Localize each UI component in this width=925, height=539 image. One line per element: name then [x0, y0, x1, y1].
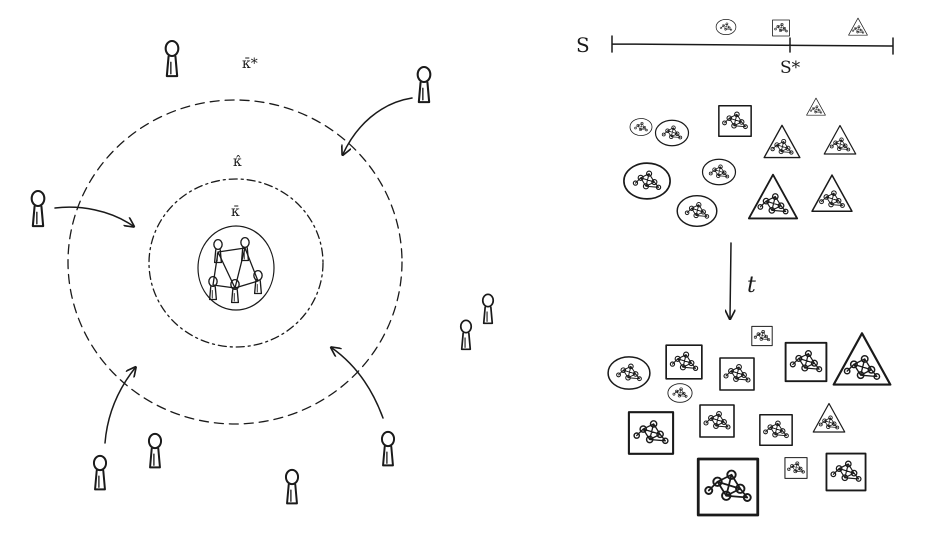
square-cluster-icon	[719, 106, 751, 136]
square-cluster-icon	[826, 454, 865, 491]
middle-ring-dashdot	[148, 178, 324, 348]
circle-cluster-icon	[608, 357, 650, 389]
triangle-cluster-icon	[749, 175, 797, 219]
triangle-cluster-icon	[834, 333, 891, 384]
time-label: t	[747, 273, 756, 298]
arrow-inward-bottom-right	[332, 348, 384, 419]
time-arrow	[730, 242, 731, 318]
circle-cluster-icon	[624, 163, 670, 199]
person-icon	[208, 275, 218, 301]
square-cluster-icon	[666, 345, 702, 379]
person-icon	[30, 189, 46, 228]
nucleus-ellipse	[197, 225, 275, 311]
triangle-cluster-icon	[824, 126, 856, 155]
person-icon	[380, 430, 396, 467]
circle-cluster-icon	[677, 196, 717, 227]
square-cluster-icon	[698, 459, 758, 515]
triangle-cluster-icon	[764, 125, 800, 157]
square-cluster-icon	[629, 412, 673, 454]
left-panel: κ̄* κ̂ κ̄	[30, 39, 495, 505]
axis-label-s: S	[576, 33, 590, 57]
person-icon	[92, 454, 108, 491]
arrow-inward-top-right	[343, 97, 413, 154]
clusters-before	[624, 98, 856, 226]
outside-people	[30, 39, 495, 505]
outer-ring-dashed	[67, 99, 403, 425]
clusters-after	[608, 326, 890, 515]
triangle-cluster-icon	[849, 18, 868, 35]
triangle-cluster-icon	[813, 404, 845, 433]
square-cluster-icon	[786, 343, 827, 381]
person-icon	[147, 432, 163, 469]
arrow-inward-left	[54, 206, 133, 226]
right-panel: S S* t	[576, 18, 894, 515]
circle-cluster-icon	[703, 159, 736, 185]
circle-cluster-icon	[630, 119, 652, 136]
circle-cluster-icon	[716, 19, 736, 34]
axis-line	[611, 35, 894, 55]
square-cluster-icon	[773, 20, 790, 36]
square-cluster-icon	[700, 405, 734, 437]
square-cluster-icon	[785, 458, 807, 479]
inner-ring-label: κ̄	[231, 204, 240, 220]
middle-ring-label: κ̂	[233, 154, 242, 170]
person-icon	[164, 39, 180, 78]
person-icon	[481, 293, 495, 325]
person-icon	[416, 65, 432, 104]
circle-cluster-icon	[656, 120, 689, 146]
arrow-inward-bottom-left	[104, 368, 135, 444]
triangle-cluster-icon	[812, 175, 852, 211]
person-icon	[284, 468, 300, 505]
outer-ring-label: κ̄*	[242, 56, 258, 72]
triangle-cluster-icon	[807, 98, 826, 115]
circle-cluster-icon	[668, 384, 692, 403]
square-cluster-icon	[720, 358, 754, 390]
axis-label-s-star: S*	[780, 58, 801, 78]
person-icon	[459, 319, 473, 351]
square-cluster-icon	[760, 415, 792, 445]
nucleus-network	[208, 236, 263, 304]
person-icon	[213, 238, 223, 264]
square-cluster-icon	[752, 326, 772, 345]
